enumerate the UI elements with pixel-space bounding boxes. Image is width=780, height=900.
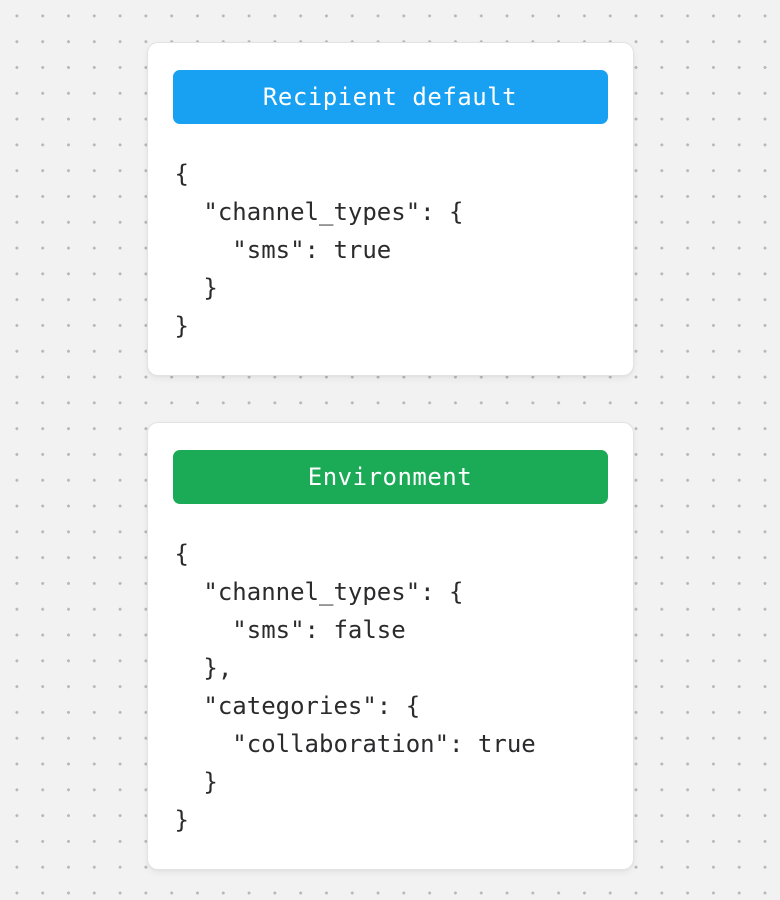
card-title-environment: Environment <box>172 450 608 504</box>
card-title-recipient-default: Recipient default <box>172 70 608 124</box>
json-code-environment: { "channel_types": { "sms": false }, "ca… <box>174 540 536 834</box>
json-code-recipient-default: { "channel_types": { "sms": true } } <box>174 160 464 340</box>
card-recipient-default: Recipient default { "channel_types": { "… <box>146 42 634 376</box>
card-environment: Environment { "channel_types": { "sms": … <box>146 422 634 870</box>
